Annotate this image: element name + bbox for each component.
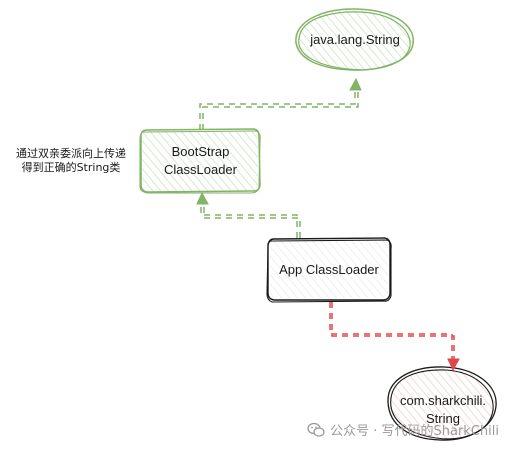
annotation-line2: 得到正确的String类 — [21, 161, 121, 175]
custom-string-label: com.sharkchili. String — [390, 392, 496, 427]
app-classloader-node[interactable] — [266, 237, 392, 303]
java-string-label: java.lang.String — [310, 32, 400, 47]
bootstrap-label-line2: ClassLoader — [164, 161, 237, 177]
arrow-app-to-bootstrap — [200, 200, 301, 238]
delegation-annotation: 通过双亲委派向上传递 得到正确的String类 — [6, 147, 136, 176]
custom-string-label-line1: com.sharkchili. — [400, 393, 486, 408]
arrow-bootstrap-to-string — [199, 86, 359, 130]
arrowhead-to-bootstrap — [196, 191, 209, 205]
java-string-node[interactable] — [294, 8, 414, 71]
arrow-app-to-custom-string — [329, 302, 455, 360]
custom-string-label-line2: String — [426, 410, 460, 426]
bootstrap-node[interactable] — [139, 128, 261, 194]
arrowhead-to-string — [349, 77, 362, 91]
annotation-line1: 通过双亲委派向上传递 — [16, 147, 126, 160]
watermark-text: 公众号 · 写代码的SharkChili — [330, 424, 499, 439]
custom-string-node[interactable] — [387, 366, 497, 441]
bootstrap-label: BootStrap ClassLoader — [141, 143, 260, 178]
bootstrap-label-line1: BootStrap — [171, 144, 230, 159]
wechat-icon — [307, 422, 325, 437]
watermark: 公众号 · 写代码的SharkChili — [307, 420, 499, 439]
app-classloader-label: App ClassLoader — [279, 262, 379, 277]
arrowhead-to-custom-string — [447, 358, 460, 372]
